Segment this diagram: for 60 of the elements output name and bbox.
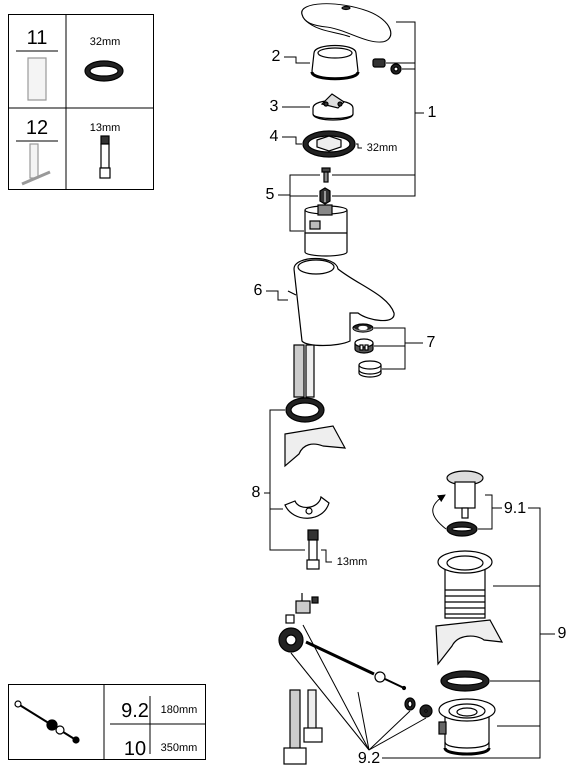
leader-line xyxy=(264,492,306,550)
leader-line xyxy=(368,710,410,750)
dimension-label: 180mm xyxy=(160,703,198,718)
callout-number: 1 xyxy=(424,104,440,122)
leader-line xyxy=(282,106,310,108)
callout-number: 4 xyxy=(266,128,282,146)
leader-line xyxy=(356,144,362,148)
leader-line xyxy=(290,652,370,750)
item-number: 12 xyxy=(24,118,50,138)
seal-ring-drawing xyxy=(440,670,490,692)
item-number: 11 xyxy=(26,28,48,48)
guide-drawing xyxy=(310,92,356,122)
callout-number: 2 xyxy=(268,48,284,66)
leader-line xyxy=(382,342,424,370)
threaded-stud-drawing xyxy=(305,530,321,570)
cap-drawing xyxy=(390,63,402,75)
plug-seal-drawing xyxy=(446,521,478,537)
callout-number: 7 xyxy=(423,334,439,352)
dimension-label: 32mm xyxy=(362,140,402,156)
waste-body-drawing xyxy=(437,698,497,754)
bush-drawing xyxy=(318,188,332,204)
leader-line xyxy=(282,136,302,144)
cover-cap-drawing xyxy=(310,45,360,81)
callout-number: 9.1 xyxy=(502,500,528,518)
leader-line xyxy=(368,718,426,750)
item-number: 9.2 xyxy=(120,700,150,722)
dimension-label: 13mm xyxy=(88,121,122,136)
nut-drawing xyxy=(302,130,356,158)
o-ring-drawing xyxy=(404,697,416,711)
leader-line xyxy=(266,290,288,300)
screw-drawing xyxy=(320,168,332,182)
leader-line xyxy=(278,194,304,232)
ball-seal-drawing xyxy=(278,627,304,653)
dimension-label: 32mm xyxy=(88,35,122,50)
aerator-housing-drawing xyxy=(358,360,382,378)
fixing-ring-drawing xyxy=(285,397,325,423)
item-number: 10 xyxy=(122,738,148,760)
leader-line xyxy=(302,624,370,750)
dimension-label: 13mm xyxy=(332,554,372,570)
dimension-label: 350mm xyxy=(160,741,198,756)
leader-line xyxy=(382,634,556,758)
aerator-insert-drawing xyxy=(354,338,374,354)
curved-arrow xyxy=(432,494,446,530)
cartridge-drawing xyxy=(304,205,348,257)
callout-number: 3 xyxy=(266,98,282,116)
seal-ring-drawing xyxy=(352,323,374,333)
callout-number: 8 xyxy=(248,484,264,502)
callout-number: 5 xyxy=(262,186,278,204)
plug-drawing xyxy=(445,470,485,520)
leader-line xyxy=(284,56,310,64)
callout-number: 9.2 xyxy=(356,750,382,768)
leader-line xyxy=(320,550,332,562)
washer-drawing xyxy=(419,704,433,718)
callout-number: 9 xyxy=(555,625,569,643)
leader-line xyxy=(358,692,370,750)
leader-line xyxy=(332,112,424,196)
leader-line xyxy=(478,508,502,530)
rod-clamp-drawing xyxy=(286,593,320,625)
grub-screw-drawing xyxy=(372,58,386,68)
callout-number: 6 xyxy=(250,282,266,300)
